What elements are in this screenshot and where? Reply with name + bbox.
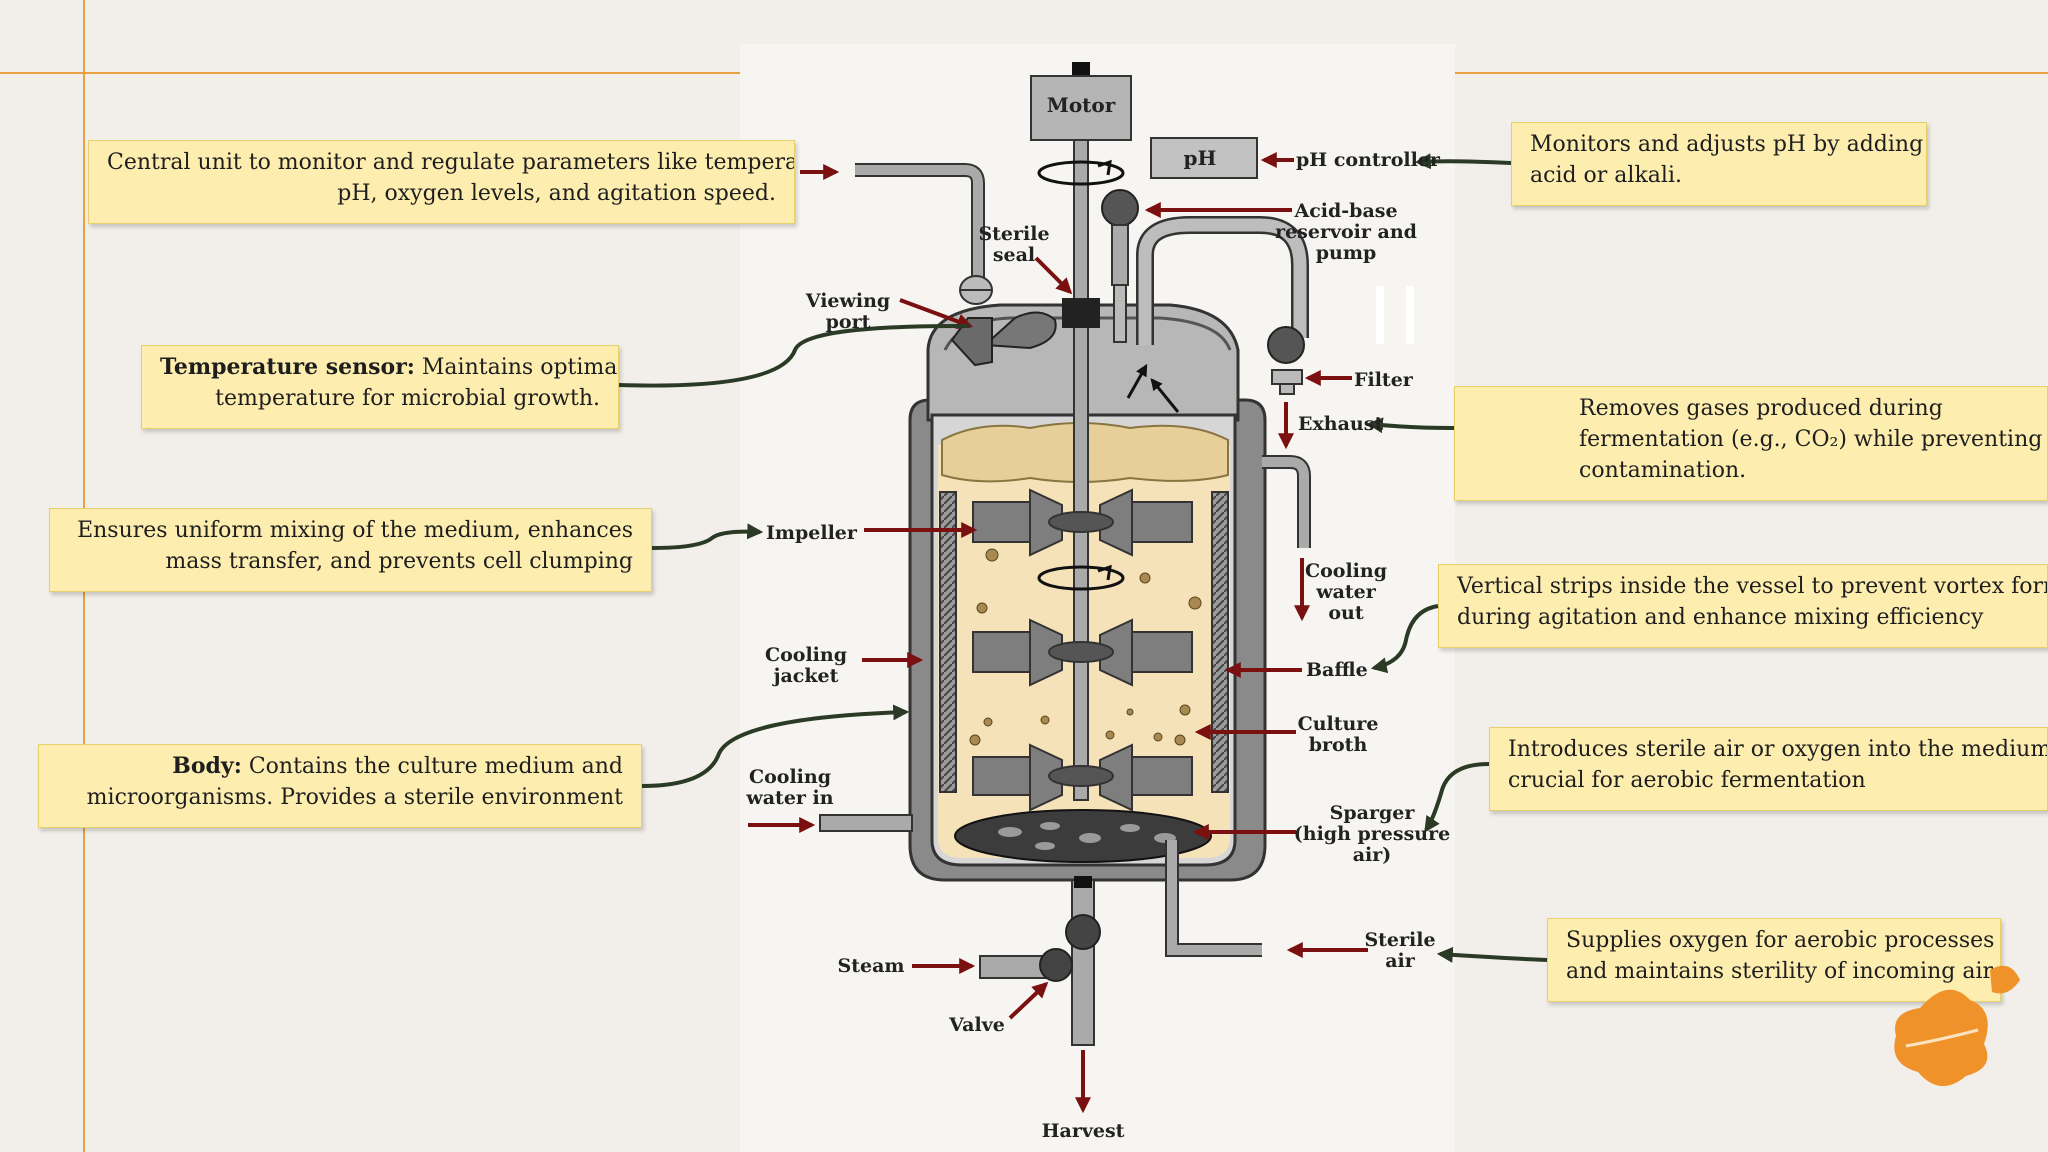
rotation-symbol-top [1037,160,1125,186]
sterile-air-connector [1436,946,1548,963]
exhaust-note: Removes gases produced during fermentati… [1454,386,2048,501]
acid-base-label-2: reservoir and [1275,221,1417,243]
baffle-note: Vertical strips inside the vessel to pre… [1438,564,2048,648]
valve-label: Valve [948,1014,1005,1036]
sparger-connector [1424,762,1490,833]
sparger-label-3: air) [1353,844,1392,866]
harvest-label: Harvest [1042,1120,1125,1142]
exhaust-connector [1366,417,1455,434]
control-unit-pipe-inner [855,165,983,282]
control-unit-note: Central unit to monitor and regulate par… [88,140,795,224]
rotation-arrow-top [1097,159,1112,176]
ph-box-label: pH [1184,146,1217,170]
temperature-sensor-term: Temperature sensor: [160,354,415,380]
left-baffle [939,491,957,793]
motor-cap [1072,62,1090,76]
harvest-pipe [1071,879,1095,1046]
rotation-arrow-mid [1097,564,1112,581]
impeller-middle [972,618,1193,687]
ph-controller-label: pH controller [1296,149,1441,171]
cooling-jacket-label-1: Cooling [765,644,847,666]
right-baffle [1211,491,1229,793]
impeller-bottom [972,743,1193,812]
sterile-seal-label-1: Sterile [978,223,1049,245]
filter-housing [1271,369,1303,385]
valve-knob-top [1065,914,1101,950]
viewing-port-label-1: Viewing [805,290,890,312]
cooling-water-in-label-2: water in [745,787,833,809]
body-term: Body: [172,753,242,779]
impeller-top [972,488,1193,557]
sparger-note: Introduces sterile air or oxygen into th… [1489,727,2048,811]
baffle-label: Baffle [1306,659,1368,681]
motor-box [1030,75,1132,141]
cooling-water-out-label-2: water [1315,581,1377,603]
sterile-air-note: Supplies oxygen for aerobic processes an… [1547,918,2001,1002]
sparger-holes [998,822,1176,850]
exhaust-flow-arrow-2 [1150,378,1180,413]
viewing-port-label-2: port [826,311,871,333]
acid-base-label-1: Acid-base [1293,200,1397,222]
valve-arrow [1008,981,1049,1020]
exhaust-flow-arrow-1 [1126,363,1148,399]
valve-knob [1039,948,1073,982]
decorative-leaf-vein [1905,1028,1979,1048]
sterile-air-pipe-inner [1167,840,1262,955]
impeller-label: Impeller [766,522,858,544]
ph-connector [1414,153,1512,170]
viewing-port-arrow [899,298,973,330]
cooling-water-in-pipe [819,814,913,832]
cooling-water-out-label-3: out [1328,602,1363,624]
control-unit-pipe [855,163,985,282]
filter [1267,326,1305,364]
acid-base-label-3: pump [1316,242,1377,264]
sterile-seal [1062,298,1100,328]
sparger-label-2: (high pressure [1294,823,1450,845]
faded-mark [1376,286,1384,344]
baffle-connector [1370,604,1439,674]
exhaust-gooseneck-inner [1138,218,1307,345]
cooling-water-in-label-1: Cooling [749,766,831,788]
sparger-label-1: Sparger [1330,802,1416,824]
motor-label: Motor [1047,93,1116,117]
sterile-seal-arrow [1034,256,1073,295]
viewing-port [982,311,1057,350]
steam-label: Steam [837,955,904,977]
harvest-cap [1074,876,1092,888]
cooling-water-out-label-1: Cooling [1305,560,1387,582]
acid-base-pump [1101,189,1139,227]
faded-mark-2 [1406,286,1414,344]
filter-outlet [1279,383,1295,395]
culture-broth-label-2: broth [1309,734,1368,756]
exhaust-label: Exhaust [1298,413,1383,435]
filter-label: Filter [1354,369,1414,391]
impeller-note: Ensures uniform mixing of the medium, en… [49,508,652,592]
shaft [1073,139,1089,801]
cooling-water-out-pipe-inner [1262,457,1309,548]
acid-base-tube [1111,224,1129,286]
ph-controller-note: Monitors and adjusts pH by adding acid o… [1511,122,1927,206]
temperature-sensor-note: Temperature sensor: Maintains optimal te… [141,345,619,429]
cooling-jacket-label-2: jacket [772,665,839,687]
acid-base-line [1113,284,1127,343]
body-connector [641,704,910,788]
body-note: Body: Contains the culture medium and mi… [38,744,642,828]
sterile-air-label-2: air [1385,950,1416,972]
rotation-symbol-mid [1037,565,1125,591]
temperature-connector [618,323,971,388]
sterile-air-label-1: Sterile [1364,929,1435,951]
sterile-seal-label-2: seal [993,244,1035,266]
ph-box [1150,137,1258,179]
decorative-leaf-icon [1894,965,2020,1087]
air-bubbles [969,548,1202,746]
cooling-water-out-pipe [1262,455,1311,548]
impeller-connector [651,523,764,550]
culture-broth-label-1: Culture [1298,713,1379,735]
